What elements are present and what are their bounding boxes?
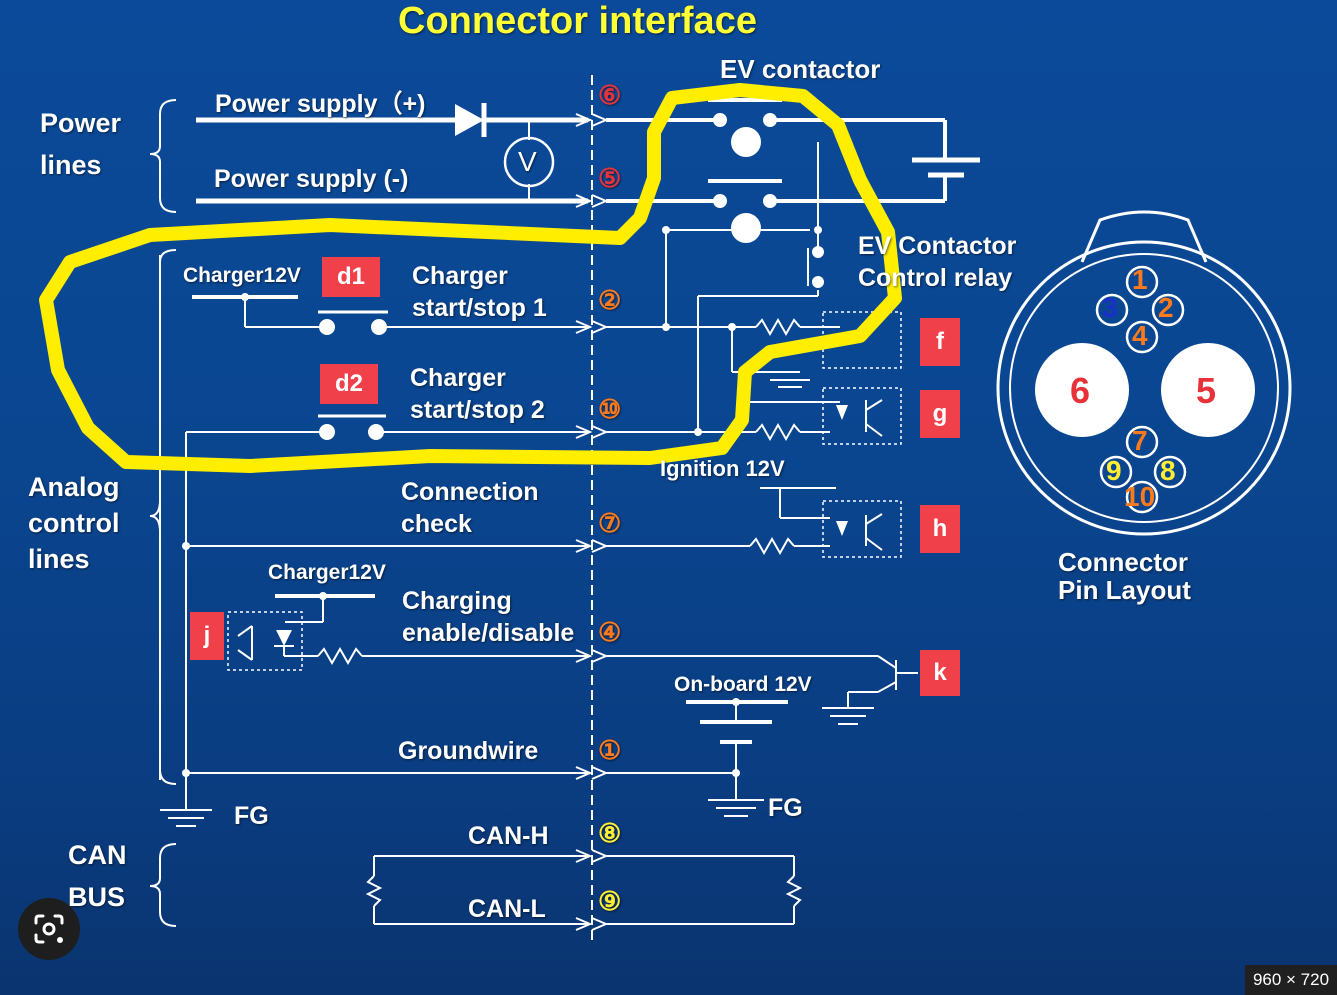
onboard-12v-label: On-board 12V [674,673,812,696]
pin-4: 4 [1132,320,1148,351]
ev-contactor-relay-label-1: EV Contactor [858,232,1017,260]
d1-box: d1 [322,257,380,297]
pin-marker-2: ② [598,285,622,315]
connection-check-label-2: check [401,510,472,538]
connector-pin-layout-label-2: Pin Layout [1058,575,1191,605]
can-l-label: CAN-L [468,895,546,923]
ev-contactor-relay-label-2: Control relay [858,264,1013,292]
pin-marker-9: ⑨ [598,886,622,916]
h-box: h [920,505,960,553]
pin-8: 8 [1160,455,1176,486]
control-label: control [28,508,120,538]
pin-7: 7 [1132,425,1148,456]
analog-lines-label: lines [28,544,90,574]
d2-box: d2 [320,364,378,404]
diode-icon [455,104,484,136]
ev-contactor-label: EV contactor [720,54,881,84]
pin-marker-6: ⑥ [598,80,622,110]
connection-check-label-1: Connection [401,478,539,506]
fg-right-label: FG [768,794,803,822]
charger-start-stop-1-label-b: start/stop 1 [412,294,547,322]
charger12v-top-label: Charger12V [183,264,301,287]
charger-start-stop-1-label-a: Charger [412,262,508,290]
pin-marker-5: ⑤ [598,163,622,193]
pin-marker-4: ④ [598,617,622,647]
pin-marker-8: ⑧ [598,818,622,848]
j-box: j [190,612,224,660]
can-h-label: CAN-H [468,822,549,850]
visual-search-button[interactable] [18,898,80,960]
fg-left-label: FG [234,802,269,830]
connector-pin-layout-label-1: Connector [1058,547,1188,577]
lens-icon [34,914,64,944]
pin-6: 6 [1070,370,1091,411]
pin-5: 5 [1196,370,1217,411]
pin-marker-10: ⑩ [598,394,622,424]
connector-face-icon [996,210,1292,536]
pin-1: 1 [1132,264,1148,295]
image-size-badge: 960 × 720 [1245,965,1337,995]
pin-3: 3 [1102,292,1118,323]
pin-2: 2 [1158,292,1174,323]
ignition-12v-label: Ignition 12V [660,456,785,481]
charger12v-mid-label: Charger12V [268,561,386,584]
can-label: CAN [68,840,127,870]
page-title: Connector interface [398,0,757,42]
k-box: k [920,650,960,696]
charger-start-stop-2-label-b: start/stop 2 [410,396,545,424]
analog-label: Analog [28,472,120,502]
ground-wire-label: Groundwire [398,737,539,765]
g-box: g [920,390,960,438]
lines-label: lines [40,150,102,180]
pin-marker-1: ① [598,735,622,765]
voltmeter-icon [503,136,555,188]
f-box: f [920,318,960,366]
pin-10: 10 [1124,481,1156,512]
power-supply-negative-label: Power supply (-) [214,165,409,193]
pin-9: 9 [1106,455,1122,486]
bus-label: BUS [68,882,126,912]
charging-enable-label-1: Charging [402,587,512,615]
voltmeter-label: V [518,146,537,177]
power-label: Power [40,108,122,138]
highlight-annotation [39,83,902,473]
charger-start-stop-2-label-a: Charger [410,364,506,392]
pin-marker-7: ⑦ [598,508,622,538]
charging-enable-label-2: enable/disable [402,619,575,647]
power-supply-positive-label: Power supply（+) [215,90,426,118]
